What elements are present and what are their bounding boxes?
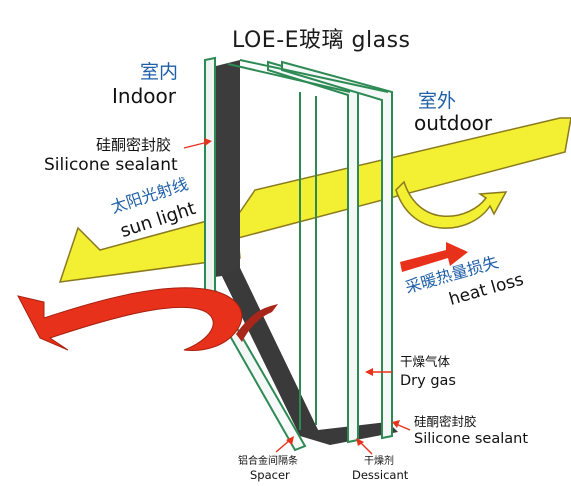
heat-curve xyxy=(236,304,278,342)
heat-reflect-arrow xyxy=(17,287,243,351)
dry-gas-label-zh: 干燥气体 xyxy=(400,354,451,369)
spacer-label-en: Spacer xyxy=(250,468,290,482)
indoor-label-zh: 室内 xyxy=(140,61,179,83)
leader-dessicant xyxy=(356,438,373,455)
outdoor-label-zh: 室外 xyxy=(418,90,457,112)
leader-sealant-bottom xyxy=(392,420,411,431)
outdoor-label-en: outdoor xyxy=(414,111,493,135)
dry-gas-label-en: Dry gas xyxy=(400,373,456,389)
leader-dry-gas xyxy=(365,368,392,376)
heat-loss-arrow xyxy=(400,242,468,272)
sealant-top-label-zh: 硅酮密封胶 xyxy=(96,136,172,154)
dessicant-label-zh: 干燥剂 xyxy=(364,456,394,467)
spacer-label-zh: 铝合金间隔条 xyxy=(238,456,298,467)
pane-top-edge-2 xyxy=(227,63,351,93)
sealant-bottom-label-en: Silicone sealant xyxy=(414,431,529,447)
pane-top-edge-1 xyxy=(239,59,389,93)
leader-spacer xyxy=(275,436,294,453)
sunlight-reflect-arrow xyxy=(395,180,508,229)
spacer-profile-back xyxy=(208,60,318,436)
diagram-title: LOE-E玻璃 glass xyxy=(232,28,411,53)
spacer-bottom xyxy=(222,268,398,445)
glass-pane-outdoor xyxy=(281,60,393,440)
sealant-top-label-en: Silicone sealant xyxy=(44,155,178,175)
dessicant-label-en: Dessicant xyxy=(352,468,409,482)
sealant-bottom-label-zh: 硅酮密封胶 xyxy=(414,414,477,429)
leader-sealant-top xyxy=(183,138,212,149)
indoor-label-en: Indoor xyxy=(112,84,176,108)
